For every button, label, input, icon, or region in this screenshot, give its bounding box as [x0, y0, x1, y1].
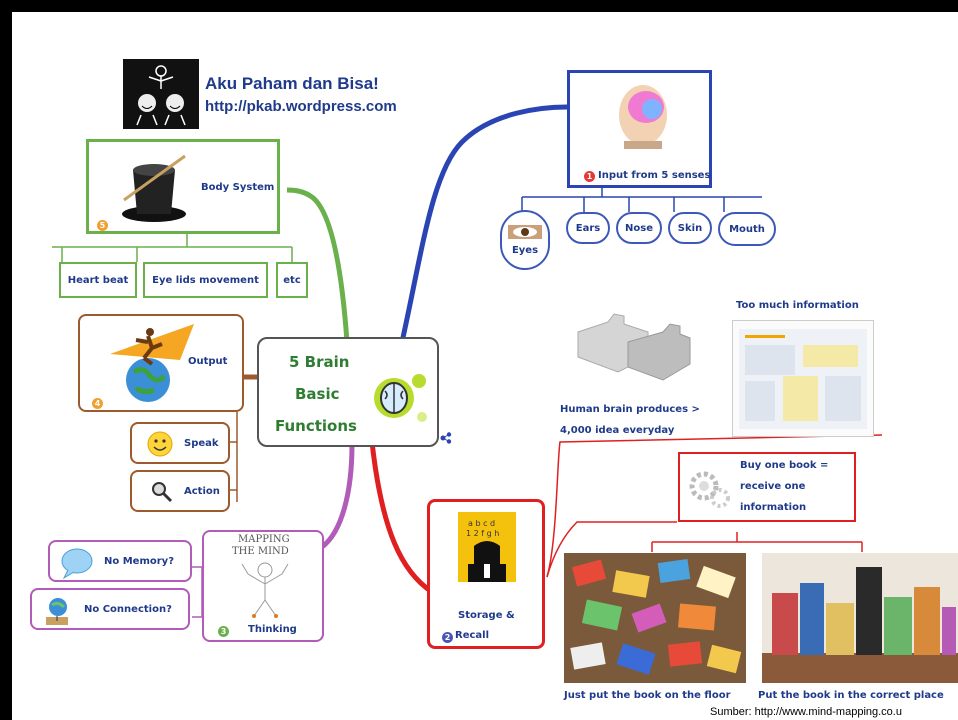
magnifier-icon — [152, 482, 173, 503]
puzzle-image — [577, 313, 691, 381]
smiley-icon — [147, 431, 173, 457]
svg-text:1 2 f g h: 1 2 f g h — [466, 529, 499, 538]
body-system-label: Body System — [201, 182, 275, 193]
sense-eyes: Eyes — [500, 210, 550, 270]
buy-line-1: Buy one book = — [740, 460, 829, 471]
book-title-2: THE MIND — [232, 546, 289, 557]
gears-icon — [689, 471, 730, 508]
book-title-1: MAPPING — [238, 534, 290, 545]
share-icon — [440, 432, 452, 444]
eye-icon — [508, 224, 542, 239]
speech-bubble-icon — [61, 548, 93, 580]
floor-caption: Just put the book on the floor — [564, 690, 731, 701]
books-in-place-image — [762, 553, 958, 683]
storage-number-badge: 2 — [442, 632, 453, 643]
thinking-node: MAPPING THE MIND 3 Thinking — [202, 530, 324, 642]
source-credit: Sumber: http://www.mind-mapping.co.u — [710, 706, 902, 718]
thinking-label: Thinking — [248, 624, 297, 635]
mind-map-connectors — [52, 104, 883, 618]
sense-mouth: Mouth — [718, 212, 776, 246]
sense-eyes-label: Eyes — [511, 244, 539, 256]
buy-line-3: information — [740, 502, 807, 513]
books-on-floor-image — [564, 553, 746, 683]
no-memory-label: No Memory? — [104, 556, 174, 567]
head-brain-icon — [619, 85, 667, 149]
sense-nose: Nose — [616, 212, 662, 244]
buy-line-2: receive one — [740, 481, 806, 492]
storage-label-line-2: Recall — [455, 630, 490, 641]
top-hat-icon — [122, 154, 186, 222]
thinking-no-memory: No Memory? — [48, 540, 192, 582]
body-etc: etc — [276, 262, 308, 298]
place-caption: Put the book in the correct place — [758, 690, 944, 701]
too-much-info-label: Too much information — [736, 300, 859, 311]
output-node: Output 4 — [78, 314, 244, 412]
output-action-label: Action — [184, 486, 220, 497]
output-speak-label: Speak — [184, 438, 219, 449]
center-line-1: 5 Brain — [289, 353, 350, 371]
output-number-badge: 4 — [92, 398, 103, 409]
sense-skin: Skin — [668, 212, 712, 244]
buy-one-book-node: Buy one book = receive one information — [678, 452, 856, 522]
header-url: http://pkab.wordpress.com — [205, 98, 397, 115]
storage-head-image: a b c d 1 2 f g h — [458, 512, 516, 582]
slide: Aku Paham dan Bisa! http://pkab.wordpres… — [12, 12, 958, 720]
runner-globe-icon — [110, 324, 194, 402]
thinking-no-connection: No Connection? — [30, 588, 190, 630]
input-label: Input from 5 senses — [598, 170, 711, 181]
body-system-node: Body System 5 — [86, 139, 280, 234]
header-title: Aku Paham dan Bisa! — [205, 74, 379, 93]
mapping-mind-figure — [241, 562, 289, 618]
storage-idea-line-1: Human brain produces > — [560, 404, 700, 415]
logo-image — [123, 59, 199, 129]
input-number-badge: 1 — [584, 171, 595, 182]
body-heart-beat: Heart beat — [59, 262, 137, 298]
globe-pin-icon — [46, 598, 68, 625]
svg-text:a b c d: a b c d — [468, 519, 495, 528]
body-eye-lids: Eye lids movement — [143, 262, 268, 298]
output-speak: Speak — [130, 422, 230, 464]
center-line-2: Basic — [295, 385, 340, 403]
sense-ears: Ears — [566, 212, 610, 244]
storage-node: a b c d 1 2 f g h Storage & 2 Recall — [427, 499, 545, 649]
center-node: 5 Brain Basic Functions — [257, 337, 439, 447]
storage-label-line-1: Storage & — [458, 610, 515, 621]
center-line-3: Functions — [275, 417, 357, 435]
input-node: 1 Input from 5 senses — [567, 70, 712, 188]
output-action: Action — [130, 470, 230, 512]
output-label: Output — [188, 356, 228, 367]
storage-idea-line-2: 4,000 idea everyday — [560, 425, 675, 436]
thinking-number-badge: 3 — [218, 626, 229, 637]
no-connection-label: No Connection? — [84, 604, 172, 615]
too-much-info-image — [732, 320, 874, 437]
body-number-badge: 5 — [97, 220, 108, 231]
brain-icon — [374, 374, 427, 422]
